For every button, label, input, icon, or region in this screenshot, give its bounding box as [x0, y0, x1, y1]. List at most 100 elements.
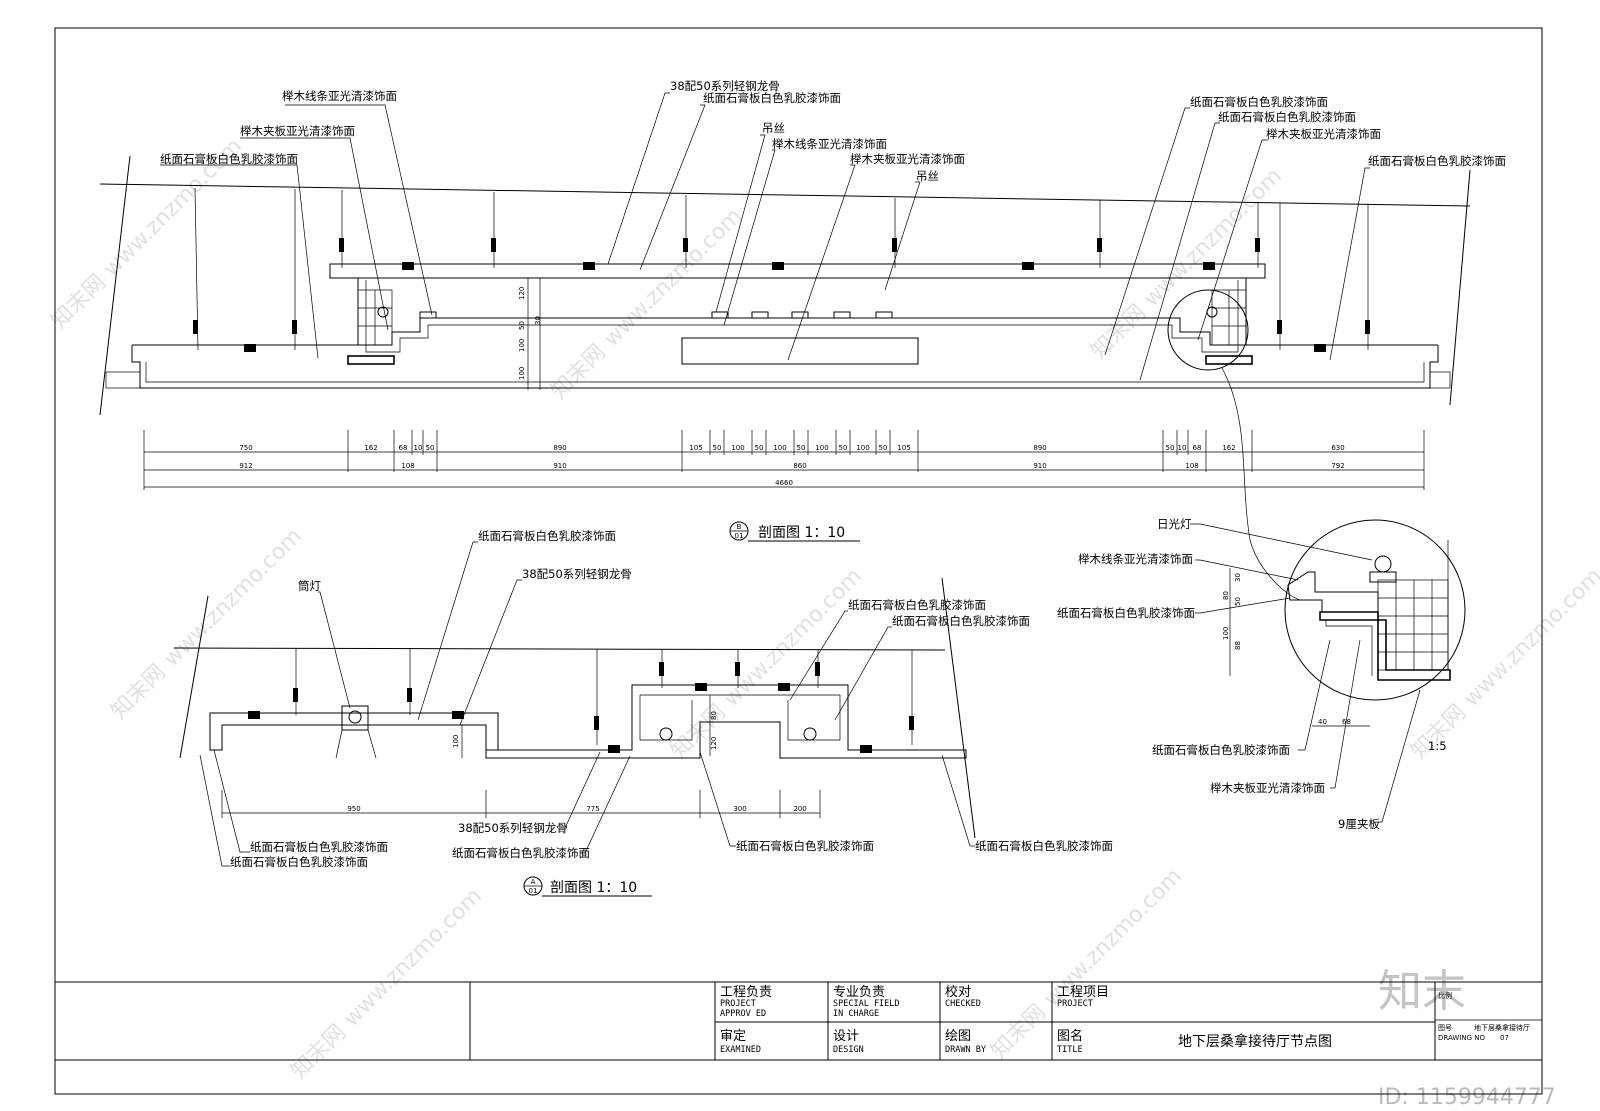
tb-checked-en: CHECKED: [945, 999, 981, 1009]
dim: 162: [1222, 444, 1235, 452]
section-marker-letter: A: [531, 878, 536, 886]
lower-ceiling-inner: [145, 362, 1425, 383]
dim: 100: [773, 444, 786, 452]
dim: 50: [1166, 444, 1175, 452]
section-title: 剖面图 1：10: [758, 525, 845, 541]
hdim: 40: [1318, 718, 1327, 726]
section-b-title: B 01 剖面图 1：10: [729, 521, 860, 542]
dim-total: 4660: [775, 479, 793, 487]
dim: 162: [364, 444, 377, 452]
section-title: 剖面图 1：10: [550, 880, 637, 896]
watermark-text: 知末网www.znzmo.com: [287, 884, 487, 1084]
channel-clips: [244, 262, 1326, 352]
watermark-text: 知末网www.znzmo.com: [547, 204, 747, 404]
dim: 50: [797, 444, 806, 452]
tb-title-en: TITLE: [1057, 1045, 1083, 1055]
dim: 68: [399, 444, 408, 452]
left-return: [105, 371, 141, 389]
wall-line-right: [941, 577, 976, 839]
tb-project: 工程项目: [1057, 985, 1109, 1000]
tb-title: 图名: [1057, 1028, 1083, 1044]
tb-drawing-no-en: DRAWING NO: [1438, 1034, 1485, 1042]
dim: 910: [1033, 462, 1046, 470]
label-steel-keel: 38配50系列轻钢龙骨: [458, 821, 568, 835]
tb-sheet-name: 地下层桑拿接待厅: [1474, 1023, 1530, 1032]
section-marker-sheet: 01: [529, 887, 538, 895]
section-marker-sheet: 01: [735, 532, 744, 540]
label-gypsum-board: 纸面石膏板白色乳胶漆饰面: [1152, 743, 1290, 757]
tb-drawing-no: 图号: [1438, 1024, 1452, 1032]
cove-trim-right: [1205, 355, 1253, 365]
tb-project-lead-en: APPROV ED: [720, 1009, 766, 1019]
tb-sheet-number: 07: [1500, 1034, 1509, 1042]
vdim: 100: [452, 735, 460, 748]
dimension-lines: [221, 790, 821, 818]
label-plywood: 9厘夹板: [1338, 817, 1380, 831]
title-block: 工程负责 PROJECT APPROV ED 专业负责 SPECIAL FIEL…: [55, 981, 1542, 1061]
dim: 792: [1331, 462, 1344, 470]
section-a-title: A 01 剖面图 1：10: [523, 876, 652, 897]
slab-line: [99, 183, 1471, 207]
label-gypsum-board: 纸面石膏板白色乳胶漆饰面: [1218, 110, 1356, 124]
cove-grid-left: [357, 289, 393, 346]
watermark-layer: 知末网www.znzmo.com 知末网www.znzmo.com 知末网www…: [47, 134, 1600, 1110]
dim: 890: [1033, 444, 1046, 452]
dim: 630: [1331, 444, 1344, 452]
watermark-id: ID: 1159944777: [1378, 1085, 1556, 1110]
dim: 750: [239, 444, 252, 452]
vdim: 100: [1222, 627, 1230, 640]
vdim: 50: [1234, 597, 1242, 606]
light-box: [681, 337, 919, 365]
label-gypsum-board: 纸面石膏板白色乳胶漆饰面: [452, 846, 590, 860]
sheet-border: [54, 27, 1543, 1095]
tb-project-lead: 工程负责: [720, 985, 772, 1000]
detail-scale: 1:5: [1428, 739, 1447, 753]
label-beech-strip: 榉木线条亚光清漆饰面: [772, 137, 887, 151]
dim: 910: [553, 462, 566, 470]
label-gypsum-board: 纸面石膏板白色乳胶漆饰面: [250, 840, 388, 854]
label-gypsum-board: 纸面石膏板白色乳胶漆饰面: [1190, 95, 1328, 109]
label-steel-keel: 38配50系列轻钢龙骨: [670, 79, 780, 93]
tb-project-lead-en: PROJECT: [720, 999, 756, 1009]
tb-special: 专业负责: [833, 985, 885, 1000]
label-hanger-wire: 吊丝: [916, 169, 939, 183]
label-gypsum-board: 纸面石膏板白色乳胶漆饰面: [1368, 154, 1506, 168]
fluorescent-lamp-right: [803, 727, 817, 741]
watermark-text: 知末网www.znzmo.com: [667, 564, 867, 764]
detail-grid: [1377, 540, 1449, 671]
dim: 105: [689, 444, 702, 452]
wall-line-right: [1449, 169, 1471, 406]
dimension-lines: [143, 430, 1425, 490]
wall-line-left: [179, 595, 209, 759]
vdim: 30: [1234, 573, 1242, 582]
cove-trim-left: [347, 355, 395, 365]
detail-leader-curve: [1221, 367, 1301, 601]
label-gypsum-board: 纸面石膏板白色乳胶漆饰面: [848, 598, 986, 612]
label-gypsum-board: 纸面石膏板白色乳胶漆饰面: [975, 839, 1113, 853]
hatch-blocks: [419, 311, 893, 319]
vdim: 50: [518, 321, 526, 330]
dim: 100: [815, 444, 828, 452]
dim: 200: [793, 805, 806, 813]
label-downlight: 筒灯: [298, 579, 321, 593]
watermark-logo: 知末: [1378, 966, 1466, 1017]
vdim: 120: [710, 737, 718, 750]
dim: 50: [713, 444, 722, 452]
main-channel-upper: [329, 263, 1266, 279]
tb-design: 设计: [833, 1029, 859, 1044]
dim: 950: [347, 805, 360, 813]
dim: 912: [239, 462, 252, 470]
label-gypsum-board: 纸面石膏板白色乳胶漆饰面: [703, 91, 841, 105]
label-gypsum-board: 纸面石膏板白色乳胶漆饰面: [478, 529, 616, 543]
dim: 860: [793, 462, 806, 470]
label-beech-veneer: 榉木夹板亚光清漆饰面: [850, 152, 965, 166]
fluorescent-lamp-left: [659, 727, 673, 741]
label-beech-veneer: 榉木夹板亚光清漆饰面: [240, 124, 355, 138]
dim: 50: [839, 444, 848, 452]
label-gypsum-board: 纸面石膏板白色乳胶漆饰面: [1057, 606, 1195, 620]
detail-callout-circle: [1167, 289, 1249, 371]
lower-ceiling-outline: [131, 345, 1439, 389]
tb-scale: 比例: [1438, 991, 1452, 1000]
label-beech-veneer: 榉木夹板亚光清漆饰面: [1266, 127, 1381, 141]
